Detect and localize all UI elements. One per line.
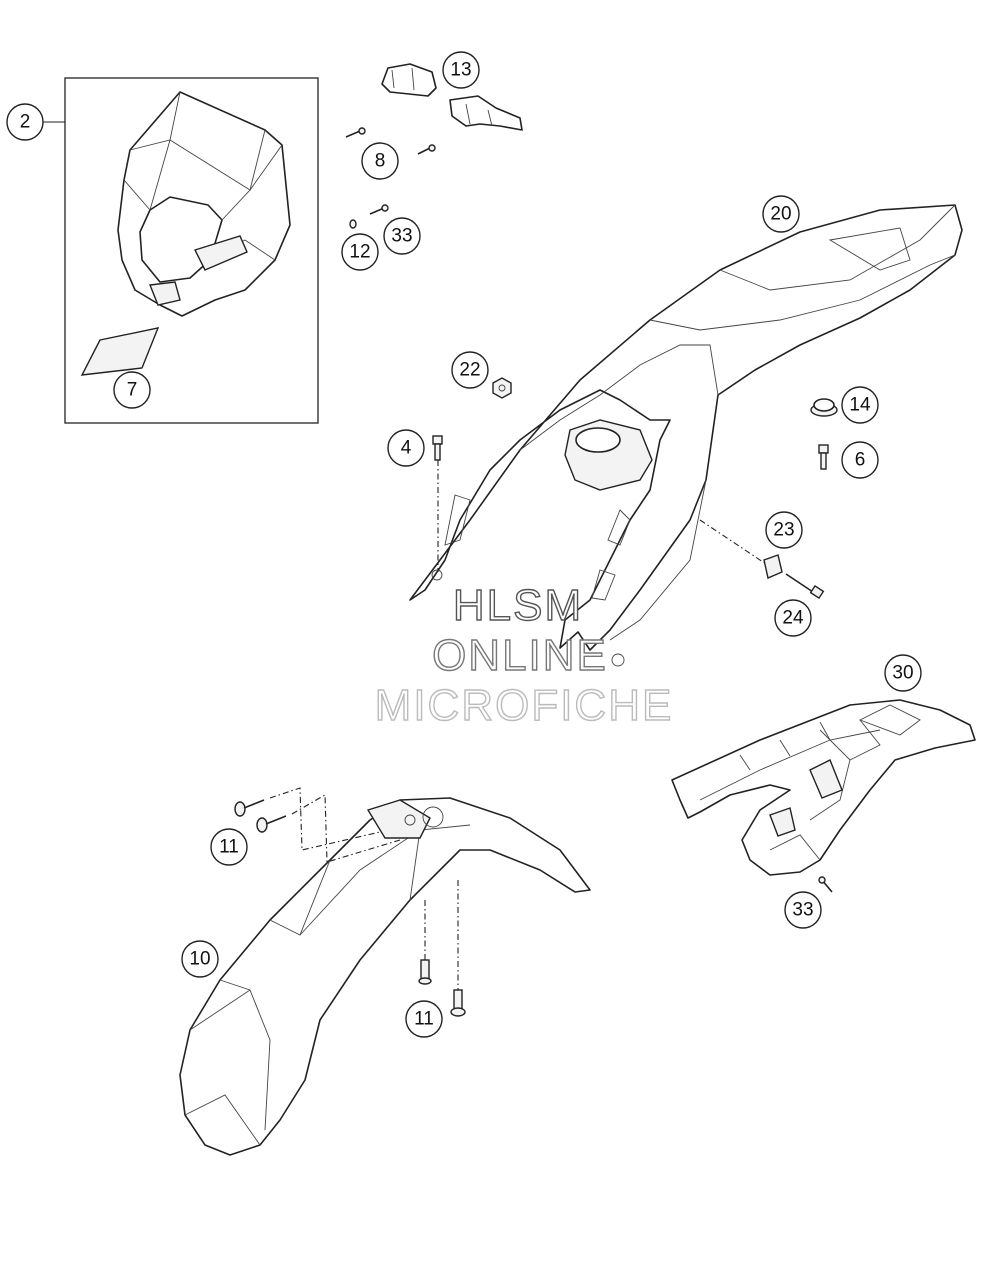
callout-23-label: 23 [773, 520, 794, 541]
callout-12[interactable]: 12 [341, 233, 379, 271]
grommet-bolt-23-24 [699, 519, 825, 600]
callout-33-top[interactable]: 33 [383, 217, 421, 255]
callout-11-lower-label: 11 [414, 1009, 434, 1030]
rear-fender [409, 204, 963, 667]
callout-22-label: 22 [459, 360, 480, 381]
callout-8-label: 8 [375, 151, 386, 172]
bolt-4 [432, 435, 443, 572]
callout-14-label: 14 [849, 395, 871, 416]
nut-22 [492, 377, 512, 399]
callout-30[interactable]: 30 [884, 654, 922, 692]
frame-protector [671, 699, 976, 876]
callout-10[interactable]: 10 [181, 940, 219, 978]
callout-12-label: 12 [349, 242, 370, 263]
callout-11-lower[interactable]: 11 [405, 1000, 443, 1038]
callout-20[interactable]: 20 [762, 195, 800, 233]
bolt-6 [818, 444, 829, 470]
watermark-line-3: MICROFICHE [375, 681, 674, 730]
watermark: HLSM ONLINE MICROFICHE [374, 580, 674, 730]
callout-33-top-label: 33 [391, 226, 412, 247]
callout-24[interactable]: 24 [774, 599, 812, 637]
callout-33-bottom[interactable]: 33 [784, 891, 822, 929]
callout-14[interactable]: 14 [841, 386, 879, 424]
callout-11-upper[interactable]: 11 [210, 828, 248, 866]
callout-4[interactable]: 4 [387, 429, 425, 467]
front-fender [179, 797, 591, 1156]
screw-33-lower [818, 876, 833, 893]
bolts-11-lower [418, 880, 466, 1017]
callout-30-label: 30 [892, 663, 913, 684]
callout-13[interactable]: 13 [442, 51, 480, 89]
callout-6-label: 6 [855, 450, 866, 471]
callout-33-bottom-label: 33 [792, 900, 813, 921]
callout-7[interactable]: 7 [113, 371, 151, 409]
group-box [64, 77, 319, 424]
callout-2-label: 2 [20, 112, 31, 133]
headlight-sticker [80, 327, 160, 376]
callout-4-label: 4 [401, 438, 412, 459]
callout-24-label: 24 [782, 608, 804, 629]
bolts-11-upper [234, 787, 401, 863]
callout-23[interactable]: 23 [765, 511, 803, 549]
headlight-mask [117, 91, 291, 317]
callout-11-upper-label: 11 [219, 837, 239, 858]
callout-7-label: 7 [127, 380, 138, 401]
watermark-line-1: HLSM [453, 581, 583, 630]
callout-13-label: 13 [450, 60, 471, 81]
callout-2[interactable]: 2 [6, 103, 44, 141]
watermark-line-2: ONLINE [432, 631, 608, 680]
callout-10-label: 10 [189, 949, 210, 970]
callout-20-label: 20 [770, 204, 791, 225]
screws-8 [345, 127, 436, 155]
callout-6[interactable]: 6 [841, 441, 879, 479]
clamp-set [381, 63, 523, 131]
callout-8[interactable]: 8 [361, 142, 399, 180]
callout-22[interactable]: 22 [451, 351, 489, 389]
grommet-14 [810, 398, 838, 417]
nut-screw-12-33 [349, 204, 389, 229]
headlight-mask-group [43, 77, 319, 424]
